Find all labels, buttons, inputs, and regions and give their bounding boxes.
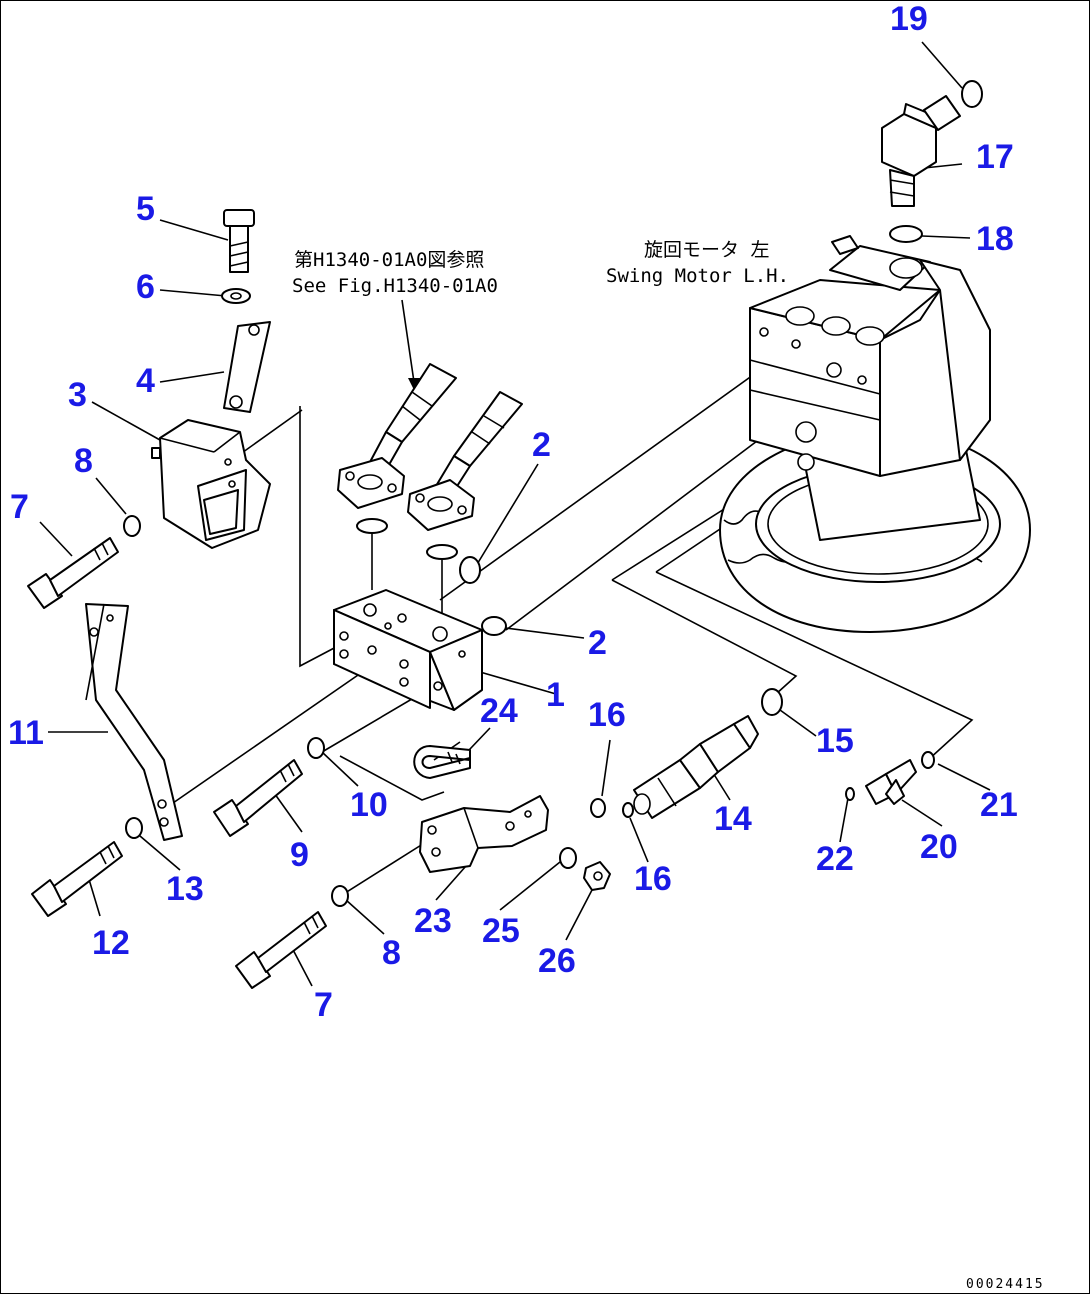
nut-26: [583, 861, 611, 891]
callout-10: 10: [350, 786, 388, 824]
reference-arrowhead: [408, 378, 420, 392]
callout-17: 17: [976, 138, 1014, 176]
plate-4: [223, 321, 271, 413]
callouts: 1 2 2 3 4 5 6 7 7 8 8 9 10 11 12 13 14 1…: [8, 0, 1018, 1024]
callout-4: 4: [136, 362, 155, 400]
callout-3: 3: [68, 376, 87, 414]
callout-7a: 7: [10, 488, 29, 526]
ring-21: [921, 751, 935, 769]
bolt-7b: [235, 911, 327, 989]
flange-left: [337, 457, 405, 509]
valve-14: [633, 715, 759, 819]
callout-19: 19: [890, 0, 928, 38]
callout-9: 9: [290, 836, 309, 874]
callout-24: 24: [480, 692, 518, 730]
callout-16b: 16: [634, 860, 672, 898]
callout-1: 1: [546, 676, 565, 714]
callout-20: 20: [920, 828, 958, 866]
washer-13: [125, 817, 143, 839]
callout-2b: 2: [588, 624, 607, 662]
bracket-3: [151, 419, 271, 549]
block-1: [333, 589, 483, 711]
bracket-23: [419, 795, 549, 873]
callout-18: 18: [976, 220, 1014, 258]
callout-23: 23: [414, 902, 452, 940]
u-bolt-24: [413, 745, 471, 779]
o-ring-right: [426, 544, 458, 560]
callout-26: 26: [538, 942, 576, 980]
washer-10: [307, 737, 325, 759]
callout-22: 22: [816, 840, 854, 878]
callout-13: 13: [166, 870, 204, 908]
o-ring-left: [356, 518, 388, 534]
ring-22: [845, 787, 855, 801]
callout-12: 12: [92, 924, 130, 962]
o-ring-2a: [459, 556, 481, 584]
washer-8a: [123, 515, 141, 537]
bolt-5: [223, 209, 255, 273]
callout-6: 6: [136, 268, 155, 306]
motor-label-jp: 旋回モータ 左: [644, 239, 769, 261]
washer-8b: [331, 885, 349, 907]
callout-14: 14: [714, 800, 752, 838]
callout-15: 15: [816, 722, 854, 760]
callout-5: 5: [136, 190, 155, 228]
callout-21: 21: [980, 786, 1018, 824]
ring-15: [761, 688, 783, 716]
ring-16b: [622, 802, 634, 818]
washer-25: [559, 847, 577, 869]
fig-reference-en: See Fig.H1340-01A0: [292, 275, 498, 297]
bolt-9: [213, 759, 303, 837]
o-ring-2b: [481, 616, 507, 636]
hose-right: [435, 391, 523, 495]
bolt-12: [31, 841, 123, 917]
bolt-7a: [27, 537, 119, 609]
drawing-code: 00024415: [966, 1277, 1045, 1292]
ring-16a: [590, 798, 606, 818]
callout-16a: 16: [588, 696, 626, 734]
flange-right: [407, 479, 475, 531]
ring-19: [961, 80, 983, 108]
elbow-fitting-17: [881, 95, 961, 207]
callout-8a: 8: [74, 442, 93, 480]
swing-motor: [719, 235, 1031, 633]
callout-8b: 8: [382, 934, 401, 972]
ring-18: [889, 225, 923, 243]
fitting-20: [865, 759, 917, 805]
callout-7b: 7: [314, 986, 333, 1024]
motor-label-en: Swing Motor L.H.: [606, 265, 789, 287]
fig-reference-jp: 第H1340-01A0図参照: [294, 249, 484, 271]
callout-11: 11: [8, 714, 44, 752]
callout-25: 25: [482, 912, 520, 950]
callout-2a: 2: [532, 426, 551, 464]
bracket-11: [85, 603, 183, 841]
